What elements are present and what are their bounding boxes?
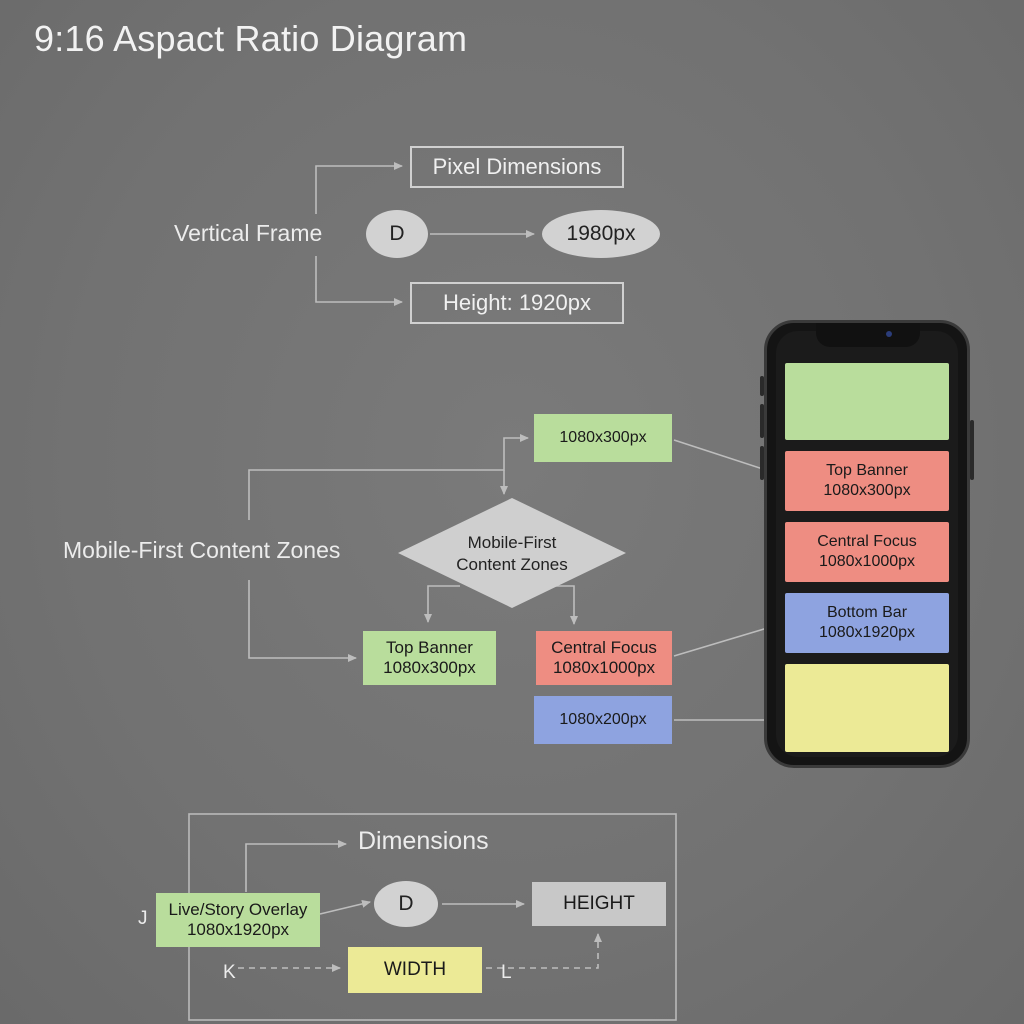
- pixel-dimensions-box: Pixel Dimensions: [410, 146, 624, 188]
- diamond-node: Mobile-First Content Zones: [432, 530, 592, 578]
- connector-diamond-left: [424, 585, 460, 623]
- connector-top-right-to-phone: [673, 439, 773, 474]
- connector-overlay-to-d: [319, 899, 371, 915]
- phone-power-button: [970, 420, 974, 480]
- phone-zone-1-size: 1080x300px: [823, 482, 911, 499]
- phone-camera: [886, 331, 892, 337]
- phone-zone-top-banner: Top Banner 1080x300px: [785, 451, 949, 511]
- connector-to-dimensions: [245, 840, 347, 892]
- phone-zone-2-title: Central Focus: [817, 533, 917, 550]
- connector-frame-to-pixel: [315, 162, 403, 214]
- marker-l: L: [501, 962, 512, 983]
- marker-k: K: [223, 962, 236, 983]
- connector-width-to-height: [486, 933, 602, 969]
- phone-zone-bottom-empty: [785, 664, 949, 752]
- diamond-node-shape: [398, 498, 626, 608]
- central-focus-title: Central Focus: [551, 638, 657, 657]
- diamond-line-1: Mobile-First: [467, 533, 557, 552]
- phone-zone-3-title: Bottom Bar: [826, 604, 908, 621]
- marker-j: J: [138, 908, 148, 929]
- phone-zone-central-focus: Central Focus 1080x1000px: [785, 522, 949, 582]
- central-focus-box: Central Focus 1080x1000px: [536, 631, 672, 685]
- height-box: Height: 1920px: [410, 282, 624, 324]
- top-banner-title: Top Banner: [386, 638, 473, 657]
- top-right-size-box: 1080x300px: [534, 414, 672, 462]
- diamond-line-2: Content Zones: [456, 555, 568, 574]
- overlay-size: 1080x1920px: [186, 920, 290, 939]
- phone-zone-2-size: 1080x1000px: [818, 553, 916, 570]
- phone-zone-3-size: 1080x1920px: [818, 624, 916, 641]
- connector-central-to-phone: [673, 624, 775, 657]
- phone-zone-1-title: Top Banner: [826, 462, 908, 479]
- central-focus-size: 1080x1000px: [552, 658, 656, 677]
- mobile-first-side-label: Mobile-First Content Zones: [63, 537, 341, 563]
- phone-volume-up: [760, 404, 764, 438]
- phone-side-button: [760, 376, 764, 396]
- bottom-size-box: 1080x200px: [534, 696, 672, 744]
- connector-label-to-top-right: [248, 434, 529, 520]
- overlay-title: Live/Story Overlay: [168, 900, 308, 919]
- dimensions-label: Dimensions: [358, 827, 489, 855]
- connector-label-to-top-banner: [248, 580, 357, 662]
- width-node: WIDTH: [348, 947, 482, 993]
- top-banner-size: 1080x300px: [383, 658, 476, 677]
- phone-volume-down: [760, 446, 764, 480]
- phone-notch: [816, 323, 920, 347]
- vertical-frame-label: Vertical Frame: [174, 220, 323, 246]
- px-ellipse: 1980px: [542, 210, 660, 258]
- phone-zone-top-empty: [785, 363, 949, 440]
- d-node: D: [366, 210, 428, 258]
- live-story-overlay-box: Live/Story Overlay 1080x1920px: [156, 893, 320, 947]
- page-title: 9:16 Aspact Ratio Diagram: [34, 18, 468, 59]
- connector-frame-to-height: [315, 256, 403, 306]
- bottom-d-node: D: [374, 881, 438, 927]
- phone-zone-bottom-bar: Bottom Bar 1080x1920px: [785, 593, 949, 653]
- top-banner-box: Top Banner 1080x300px: [363, 631, 496, 685]
- height-node: HEIGHT: [532, 882, 666, 926]
